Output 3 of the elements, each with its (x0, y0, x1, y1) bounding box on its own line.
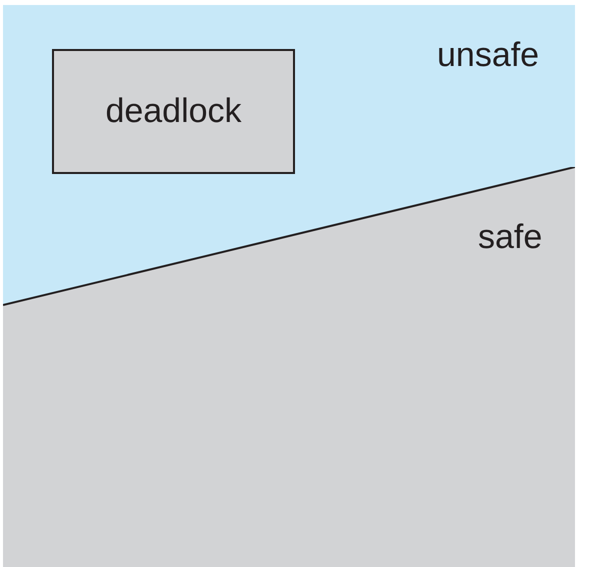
region-label: safe (478, 220, 542, 254)
state-box: deadlock (52, 49, 295, 174)
region-label: unsafe (437, 38, 540, 72)
